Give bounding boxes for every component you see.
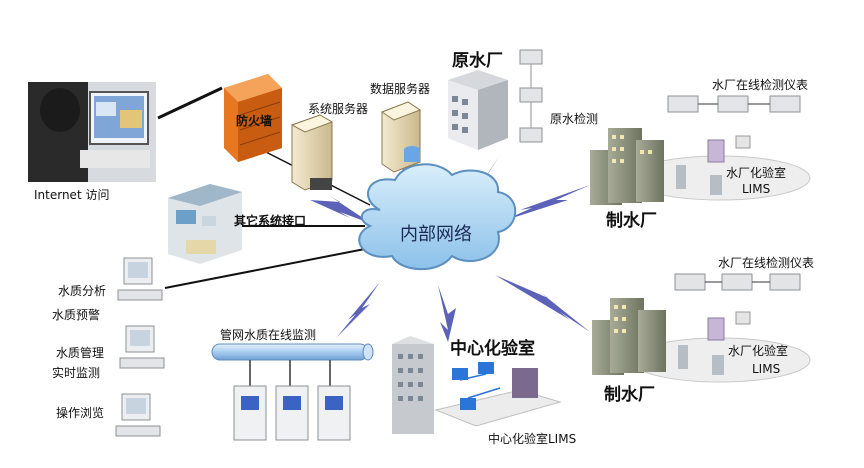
internet-access-label: Internet 访问 xyxy=(34,188,110,202)
internet-user-photo xyxy=(28,82,156,182)
pc-management xyxy=(119,325,165,369)
raw-detect-label: 原水检测 xyxy=(550,112,599,126)
water-analysis-label: 水质分析 xyxy=(58,284,107,298)
firewall-icon xyxy=(224,74,282,162)
other-interface-label: 其它系统接口 xyxy=(234,214,307,228)
system-server-label: 系统服务器 xyxy=(308,102,369,116)
plant-2-label: 制水厂 xyxy=(604,385,655,405)
bolt-pipe xyxy=(336,282,380,338)
online-meters-1 xyxy=(667,95,801,113)
lims-1-label: LIMS xyxy=(742,182,771,196)
online-meters-2 xyxy=(674,273,801,291)
pipe-monitor-label: 管网水质在线监测 xyxy=(220,328,317,342)
bolt-plant-2 xyxy=(495,275,590,332)
other-interface-building-icon xyxy=(168,184,242,264)
water-warning-label: 水质预警 xyxy=(52,308,101,322)
connection-lines xyxy=(157,86,371,289)
bolt-plant-1 xyxy=(500,185,590,222)
user-pcs xyxy=(115,257,165,437)
browse-label: 操作浏览 xyxy=(56,406,105,420)
data-server-icon xyxy=(380,101,422,173)
plant-2-complex xyxy=(592,298,811,383)
plant-1-complex xyxy=(590,128,811,205)
plant-1-label: 制水厂 xyxy=(606,211,657,231)
central-lab-complex xyxy=(392,336,562,434)
online-meter-1-label: 水厂在线检测仪表 xyxy=(712,78,809,92)
online-meter-2-label: 水厂在线检测仪表 xyxy=(718,256,815,270)
pc-browse xyxy=(115,393,161,437)
raw-plant-building-icon xyxy=(448,70,508,150)
system-server-icon xyxy=(290,114,334,191)
plant-lab-2-label: 水厂化验室 xyxy=(728,344,789,358)
central-lab-label: 中心化验室 xyxy=(450,339,535,359)
line-internet-firewall xyxy=(157,86,223,120)
data-server-label: 数据服务器 xyxy=(370,82,431,96)
firewall-label: 防火墙 xyxy=(236,114,273,128)
pipe-network xyxy=(211,343,374,441)
bolt-system-server xyxy=(310,196,372,224)
central-lims-label: 中心化验室LIMS xyxy=(488,432,577,446)
lims-2-label: LIMS xyxy=(752,362,781,376)
bolt-central-lab xyxy=(438,285,456,342)
realtime-monitor-label: 实时监测 xyxy=(52,366,101,380)
internal-network-label: 内部网络 xyxy=(400,224,472,245)
plant-lab-1-label: 水厂化验室 xyxy=(726,166,787,180)
water-management-label: 水质管理 xyxy=(56,346,105,360)
raw-plant-label: 原水厂 xyxy=(452,51,503,71)
raw-detect-units xyxy=(519,49,543,143)
pc-analysis xyxy=(117,257,163,301)
internal-network-cloud xyxy=(358,163,517,271)
line-pc-cloud xyxy=(164,247,371,289)
